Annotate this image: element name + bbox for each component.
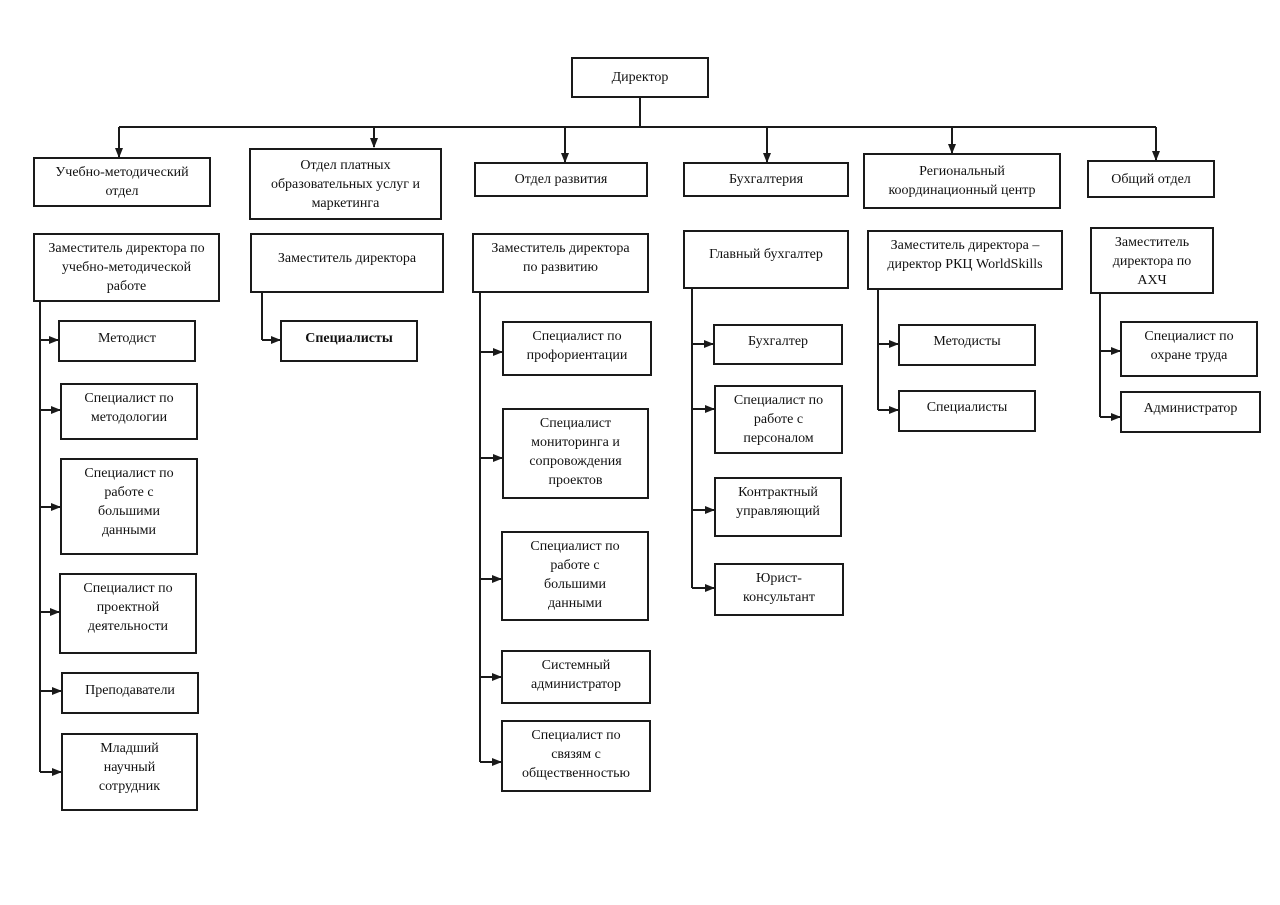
staff-label: Специалисты <box>926 400 1008 415</box>
staff-label: Бухгалтер <box>747 334 809 349</box>
staff-label: Контрактный управляющий <box>736 485 820 519</box>
head-box[interactable]: Заместитель директора по учебно-методиче… <box>33 233 220 302</box>
head-box[interactable]: Заместитель директора по развитию <box>472 233 649 293</box>
head-label: Заместитель директора по учебно-методиче… <box>48 241 205 294</box>
staff-box[interactable]: Младший научный сотрудник <box>61 733 198 811</box>
staff-box[interactable]: Методисты <box>898 324 1036 366</box>
staff-box[interactable]: Преподаватели <box>61 672 199 714</box>
staff-box[interactable]: Юрист- консультант <box>714 563 844 616</box>
staff-box[interactable]: Специалист по охране труда <box>1120 321 1258 377</box>
staff-label: Системный администратор <box>531 658 621 692</box>
department-box[interactable]: Учебно-методический отдел <box>33 157 211 207</box>
staff-label: Специалист по работе с персоналом <box>733 393 824 446</box>
department-label: Учебно-методический отдел <box>55 165 189 199</box>
staff-box[interactable]: Системный администратор <box>501 650 651 704</box>
staff-box[interactable]: Бухгалтер <box>713 324 843 365</box>
staff-label: Специалист по методологии <box>84 391 174 425</box>
staff-label: Преподаватели <box>85 683 175 698</box>
staff-box[interactable]: Методист <box>58 320 196 362</box>
department-label: Региональный координационный центр <box>888 164 1036 198</box>
department-label: Общий отдел <box>1111 171 1191 187</box>
staff-label: Специалист по охране труда <box>1144 329 1234 363</box>
staff-box[interactable]: Специалист по работе с большими данными <box>60 458 198 555</box>
staff-box[interactable]: Специалисты <box>280 320 418 362</box>
head-label: Заместитель директора – директор РКЦ Wor… <box>887 238 1043 272</box>
department-box[interactable]: Общий отдел <box>1087 160 1215 198</box>
director-box[interactable]: Директор <box>571 57 709 98</box>
staff-label: Методист <box>98 331 156 346</box>
head-label: Заместитель директора по развитию <box>491 241 630 275</box>
director-label: Директор <box>611 70 669 85</box>
head-label: Главный бухгалтер <box>709 247 823 262</box>
staff-label: Специалист по работе с большими данными <box>530 539 620 611</box>
department-box[interactable]: Региональный координационный центр <box>863 153 1061 209</box>
staff-box[interactable]: Специалисты <box>898 390 1036 432</box>
staff-label: Младший научный сотрудник <box>98 741 161 794</box>
staff-label: Методисты <box>933 334 1001 349</box>
department-label: Бухгалтерия <box>728 172 804 187</box>
staff-label: Администратор <box>1143 401 1238 416</box>
staff-box[interactable]: Специалист мониторинга и сопровождения п… <box>502 408 649 499</box>
staff-box[interactable]: Специалист по методологии <box>60 383 198 440</box>
head-box[interactable]: Заместитель директора <box>250 233 444 293</box>
staff-label: Специалист по проектной деятельности <box>83 581 173 634</box>
head-label: Заместитель директора <box>277 251 417 266</box>
staff-label: Специалисты <box>305 331 393 346</box>
staff-box[interactable]: Администратор <box>1120 391 1261 433</box>
staff-box[interactable]: Специалист по связям с общественностью <box>501 720 651 792</box>
department-label: Отдел платных образовательных услуг и ма… <box>270 157 421 211</box>
staff-label: Специалист по работе с большими данными <box>84 466 174 538</box>
department-box[interactable]: Бухгалтерия <box>683 162 849 197</box>
staff-label: Юрист- консультант <box>743 571 815 605</box>
head-box[interactable]: Главный бухгалтер <box>683 230 849 289</box>
head-box[interactable]: Заместитель директора – директор РКЦ Wor… <box>867 230 1063 290</box>
department-label: Отдел развития <box>514 172 608 187</box>
head-label: Заместитель директора по АХЧ <box>1112 235 1192 288</box>
staff-box[interactable]: Контрактный управляющий <box>714 477 842 537</box>
staff-box[interactable]: Специалист по проектной деятельности <box>59 573 197 654</box>
staff-box[interactable]: Специалист по работе с персоналом <box>714 385 843 454</box>
department-box[interactable]: Отдел развития <box>474 162 648 197</box>
staff-box[interactable]: Специалист по работе с большими данными <box>501 531 649 621</box>
staff-box[interactable]: Специалист по профориентации <box>502 321 652 376</box>
staff-label: Специалист по профориентации <box>526 329 628 363</box>
staff-label: Специалист по связям с общественностью <box>521 728 631 781</box>
staff-label: Специалист мониторинга и сопровождения п… <box>529 416 622 488</box>
head-box[interactable]: Заместитель директора по АХЧ <box>1090 227 1214 294</box>
department-box[interactable]: Отдел платных образовательных услуг и ма… <box>249 148 442 220</box>
